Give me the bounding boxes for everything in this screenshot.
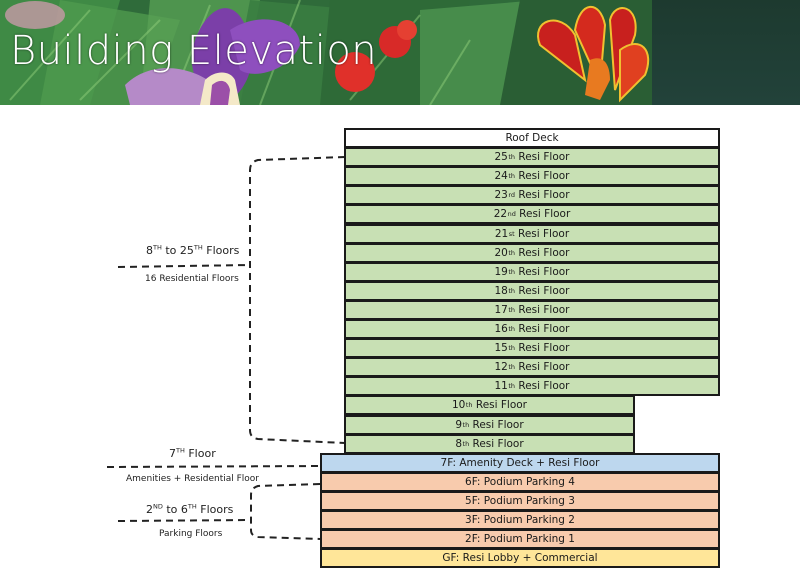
floor-number: 9 [455,419,463,431]
residential-count-label: 16 Residential Floors [145,274,239,284]
floor-label: Resi Floor [515,304,570,316]
range-end: Floors [196,503,234,516]
floor-label: Resi Floor [515,247,570,259]
floor-word: Floor [184,447,216,460]
floor-number: 8 [455,438,463,450]
floor-label: Resi Floor [515,151,570,163]
floor-row: 5F: Podium Parking 3 [320,491,720,511]
range-start-suffix: TH [153,243,162,252]
floor-label: Resi Floor [469,438,524,450]
floor-label: Resi Floor [472,399,527,411]
floor-label: Resi Floor [515,189,570,201]
residential-bracket-pointer [117,264,251,268]
floor-label: Resi Floor [515,342,570,354]
floor-label: Resi Floor [515,266,570,278]
parking-bracket [250,483,321,540]
floor-label: 7F: Amenity Deck + Resi Floor [440,457,600,469]
floor-label: Resi Floor [515,361,570,373]
floor-row: 2F: Podium Parking 1 [320,529,720,549]
seventh-floor-pointer [106,465,321,468]
floor-number: 24 [494,170,508,182]
floor-number: 16 [494,323,508,335]
floor-number: 23 [494,189,508,201]
page-title: Building Elevation [10,28,378,74]
parking-description: Parking Floors [159,529,223,539]
residential-bracket-top [249,156,346,444]
roof-deck-floor: Roof Deck [344,128,720,148]
floor-label: Resi Floor [515,380,570,392]
parking-range-label: 2ND to 6TH Floors [146,503,233,516]
floor-row: 3F: Podium Parking 2 [320,510,720,530]
floor-label: Roof Deck [505,132,559,144]
floor-number: 25 [494,151,508,163]
range-end: Floors [202,244,240,257]
range-end-suffix: TH [187,502,197,511]
floor-label: Resi Floor [515,323,570,335]
floor-number: 10 [451,399,466,411]
floor-label: 6F: Podium Parking 4 [465,476,575,488]
floor-number: 12 [494,361,508,373]
floor-label: Resi Floor [515,208,571,220]
range-start: 8 [146,244,153,257]
floor-row: GF: Resi Lobby + Commercial [320,548,720,568]
floor-label: 3F: Podium Parking 2 [465,514,575,526]
header-banner: Building Elevation [0,0,800,105]
floor-row: 7F: Amenity Deck + Resi Floor [320,453,720,473]
floor-number: 21 [494,228,509,240]
floor-number: 17 [494,304,508,316]
floor-label: Resi Floor [469,419,524,431]
floor-number: 11 [494,380,508,392]
residential-range-label: 8TH to 25TH Floors [146,244,239,257]
floor-number: 22 [493,208,508,220]
range-mid: to 25 [161,244,194,257]
floor-label: Resi Floor [514,228,570,240]
floor-label: 2F: Podium Parking 1 [465,533,575,545]
floor-number: 19 [494,266,508,278]
floor-label: Resi Floor [515,170,570,182]
range-start-suffix: ND [153,502,163,511]
floor-row: 6F: Podium Parking 4 [320,472,720,492]
floor-number: 18 [494,285,508,297]
floor-label: GF: Resi Lobby + Commercial [442,552,598,564]
seventh-floor-label: 7TH Floor [169,447,216,460]
floor-number: 20 [494,247,508,259]
range-mid: to 6 [162,503,188,516]
floor-number: 7 [169,447,176,460]
seventh-floor-description: Amenities + Residential Floor [126,474,260,484]
floor-number: 15 [494,342,508,354]
floor-label: Resi Floor [515,285,570,297]
floor-label: 5F: Podium Parking 3 [465,495,575,507]
range-start: 2 [146,503,153,516]
floor-suffix: TH [176,446,185,455]
range-end-suffix: TH [193,243,203,252]
parking-bracket-pointer [117,519,252,522]
tropical-foliage-artwork [0,0,800,105]
